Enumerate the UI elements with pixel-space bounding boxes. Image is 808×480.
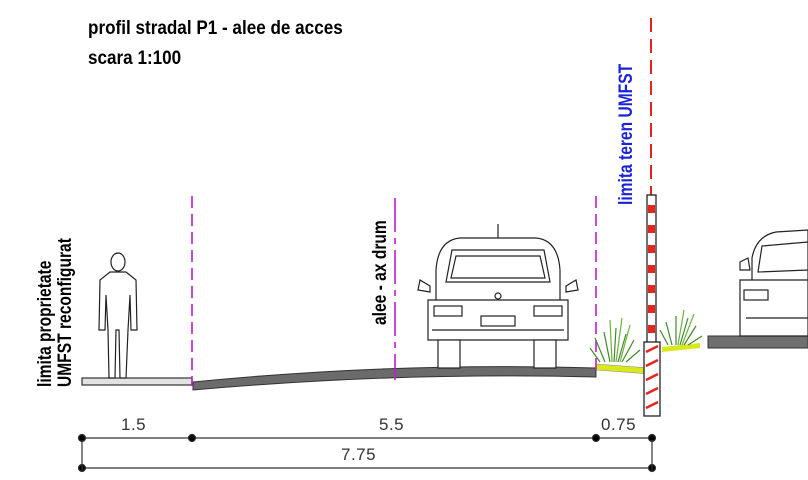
land-limit-label: limita teren UMFST bbox=[616, 63, 637, 206]
dimension-sidewalk: 1.5 bbox=[121, 415, 147, 434]
verge-strip bbox=[595, 363, 651, 375]
dimension-roadway: 5.5 bbox=[379, 415, 405, 434]
road-slab-right bbox=[707, 335, 808, 349]
car-rear-view bbox=[417, 224, 579, 369]
drawing-title: profil stradal P1 - alee de acces bbox=[88, 18, 343, 39]
dimension-lines bbox=[77, 433, 657, 473]
sidewalk-slab bbox=[81, 377, 193, 386]
dimension-verge: 0.75 bbox=[601, 415, 637, 434]
pedestrian-figure bbox=[98, 252, 138, 379]
barrier-post bbox=[643, 194, 661, 417]
property-limit-label-line1: limita proprietate bbox=[35, 260, 56, 387]
roadway-surface bbox=[192, 366, 597, 391]
road-continuation-right bbox=[662, 343, 700, 352]
dimension-total: 7.75 bbox=[341, 445, 377, 464]
grass-tufts bbox=[589, 309, 703, 363]
property-limit-label-line2: UMFST reconfigurat bbox=[55, 238, 76, 387]
axis-label: alee - ax drum bbox=[370, 220, 391, 325]
drawing-scale: scara 1:100 bbox=[88, 48, 182, 69]
car-front-view-cropped bbox=[739, 229, 808, 337]
